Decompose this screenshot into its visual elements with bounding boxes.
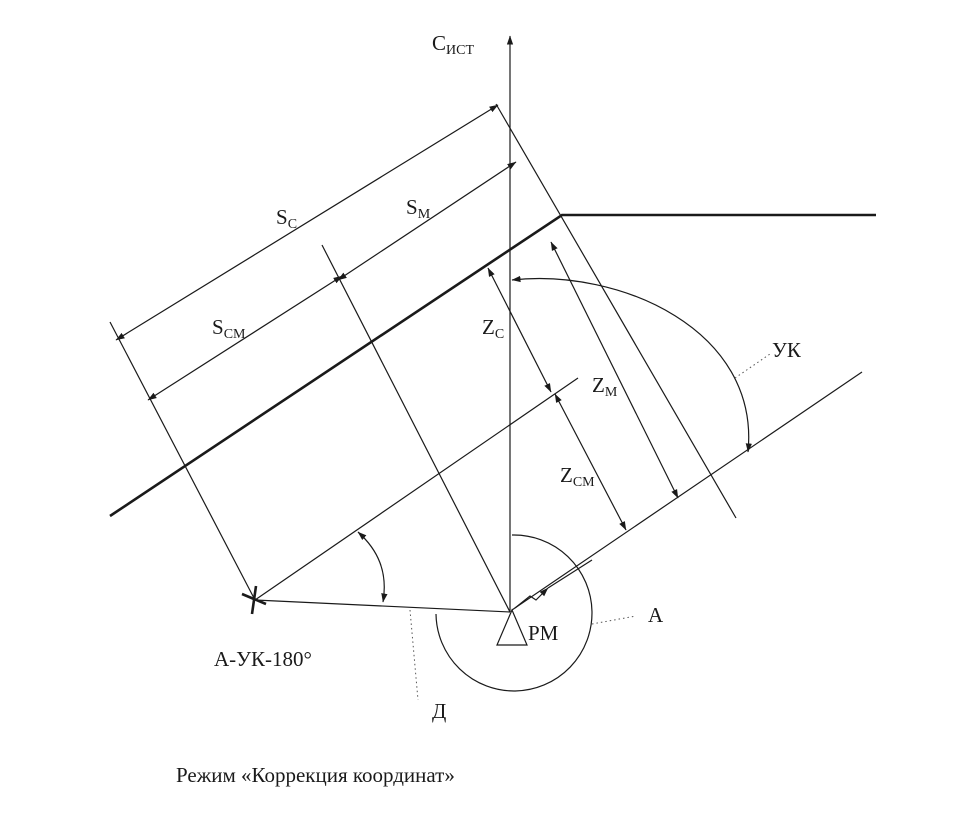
label-sm: SM — [406, 195, 431, 222]
course-angle-arc — [511, 275, 752, 453]
signal-zigzag — [514, 587, 549, 609]
label-zc: ZC — [482, 315, 504, 342]
label-uk: УК — [772, 338, 802, 362]
course-line-aircraft — [511, 371, 863, 611]
perpendicular-target — [109, 321, 256, 601]
diagram-caption: Режим «Коррекция координат» — [176, 763, 455, 787]
sight-angle-arc — [357, 531, 388, 603]
azimuth-arc — [435, 534, 593, 692]
reference-line — [109, 213, 876, 518]
signal-line — [547, 559, 593, 589]
label-a: А — [648, 603, 664, 627]
perpendicular-far — [495, 103, 737, 519]
d-leader — [409, 609, 419, 701]
axis-label: СИСТ — [432, 31, 474, 58]
label-rm: РМ — [528, 621, 559, 645]
dim-scm — [147, 275, 343, 401]
course-line — [254, 377, 579, 601]
dim-zcm — [554, 393, 627, 531]
a-leader — [591, 615, 637, 625]
rm-triangle — [496, 608, 528, 646]
label-sc: SC — [276, 205, 297, 232]
dim-sc — [115, 104, 499, 341]
dim-sm — [337, 161, 517, 281]
label-d: Д — [432, 699, 446, 723]
label-target: А-УК-180° — [214, 647, 312, 671]
target-mark — [241, 585, 267, 615]
label-zm: ZM — [592, 373, 618, 400]
sight-line — [254, 599, 511, 613]
label-zcm: ZCM — [560, 463, 595, 490]
perpendicular-aircraft — [321, 244, 511, 613]
label-scm: SCM — [212, 315, 246, 342]
uk-leader — [734, 353, 771, 379]
